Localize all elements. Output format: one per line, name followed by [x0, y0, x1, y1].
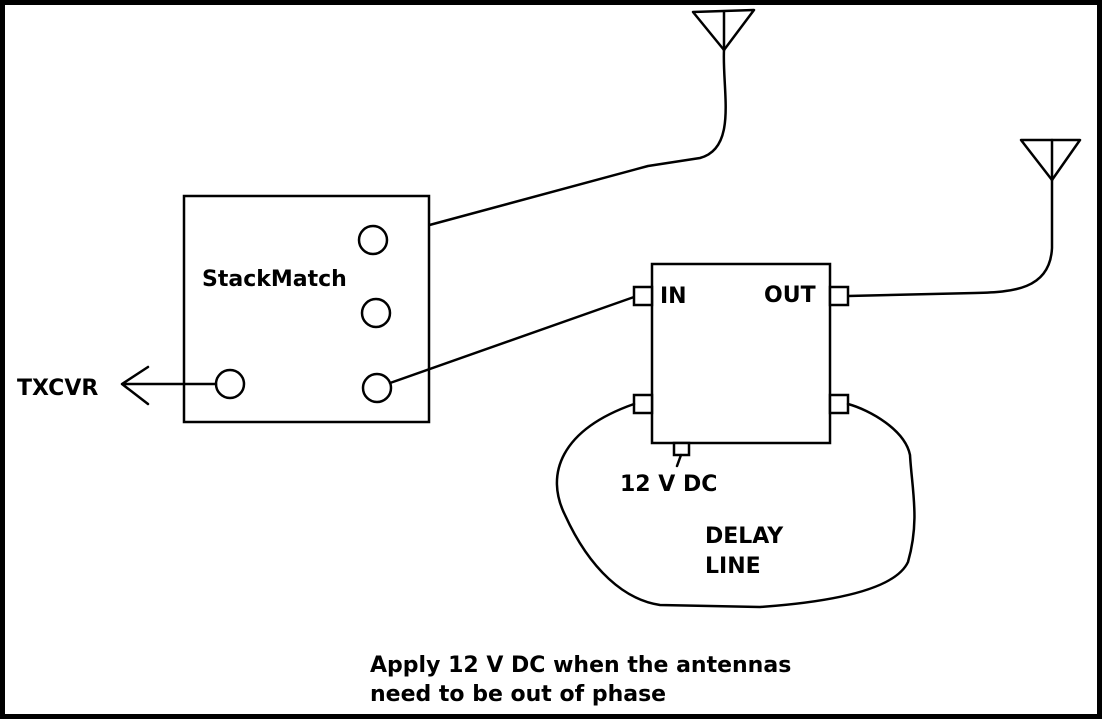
antenna-2-cable	[846, 178, 1054, 298]
txcvr-label: TXCVR	[17, 376, 98, 401]
stackmatch-port-antenna-1	[357, 224, 389, 256]
antenna-1-icon	[691, 8, 756, 52]
power-label: 12 V DC	[620, 472, 717, 497]
power-connector	[672, 441, 691, 457]
stackmatch-port-middle	[360, 297, 392, 329]
delay-line-label-1: DELAY	[705, 524, 784, 549]
delay-line-label-2: LINE	[705, 554, 761, 579]
delay-left-connector	[632, 393, 654, 415]
delay-box-body	[650, 262, 832, 445]
stackmatch-port-antenna-2	[361, 372, 393, 404]
in-connector	[632, 285, 654, 307]
delay-right-connector	[828, 393, 850, 415]
power-lead	[675, 453, 683, 468]
txcvr-arrow	[120, 365, 218, 406]
antenna-1-cable	[383, 48, 727, 239]
cable-stackmatch-to-in	[388, 295, 636, 385]
delay-line-cable	[555, 402, 916, 609]
note-line-1: Apply 12 V DC when the antennas	[370, 653, 791, 678]
antenna-2-icon	[1019, 138, 1082, 182]
out-label: OUT	[764, 283, 816, 308]
note-line-2: need to be out of phase	[370, 682, 666, 707]
stackmatch-box: StackMatch	[182, 194, 431, 424]
delay-box: IN OUT	[632, 262, 850, 457]
stackmatch-port-radio	[214, 368, 246, 400]
out-connector	[828, 285, 850, 307]
stackmatch-label: StackMatch	[202, 267, 347, 292]
in-label: IN	[660, 284, 687, 309]
